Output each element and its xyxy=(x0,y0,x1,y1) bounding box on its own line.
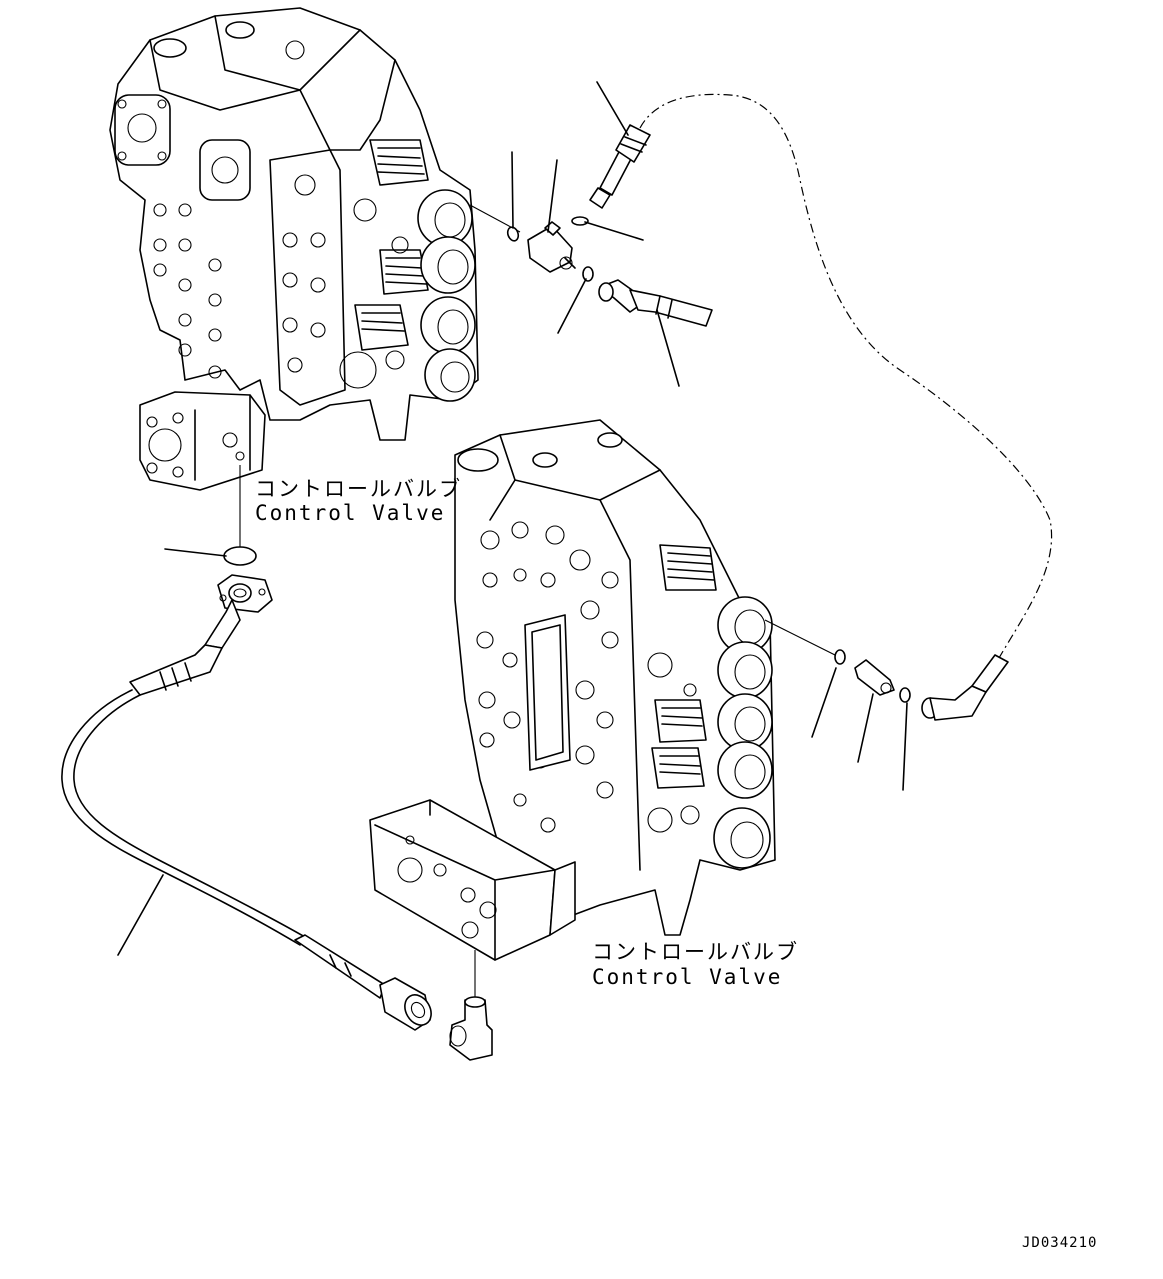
hose-top-upper xyxy=(589,124,651,209)
valve-bottom-label-jp: コントロールバルブ xyxy=(592,940,799,964)
o-ring-2 xyxy=(571,216,589,226)
valve-spool-stack-top xyxy=(339,139,476,402)
valve-spool-stack-bottom xyxy=(647,544,773,869)
o-ring-3 xyxy=(582,266,594,282)
pressure-switch-top xyxy=(527,221,576,273)
o-ring-1 xyxy=(506,226,520,242)
drawing-code: JD034210 xyxy=(1022,1235,1098,1251)
control-valve-bottom xyxy=(369,419,776,961)
hose-elbow-lower xyxy=(921,654,1009,721)
hose-long xyxy=(61,689,301,946)
hose-route-dashed xyxy=(639,93,1053,666)
hose-end-fitting xyxy=(294,934,432,1031)
hose-flange-fitting xyxy=(129,574,273,696)
hose-elbow-upper xyxy=(598,279,713,327)
valve-top-label-jp: コントロールバルブ xyxy=(255,477,462,501)
o-ring-4 xyxy=(834,649,846,665)
pressure-switch-bottom xyxy=(854,659,895,696)
gasket xyxy=(223,546,257,566)
valve-bottom-label-en: Control Valve xyxy=(592,965,783,989)
elbow-fitting xyxy=(449,996,493,1061)
valve-top-label-en: Control Valve xyxy=(255,501,446,525)
leader-lines xyxy=(117,81,908,956)
o-ring-5 xyxy=(899,687,911,703)
control-valve-top xyxy=(109,7,479,491)
